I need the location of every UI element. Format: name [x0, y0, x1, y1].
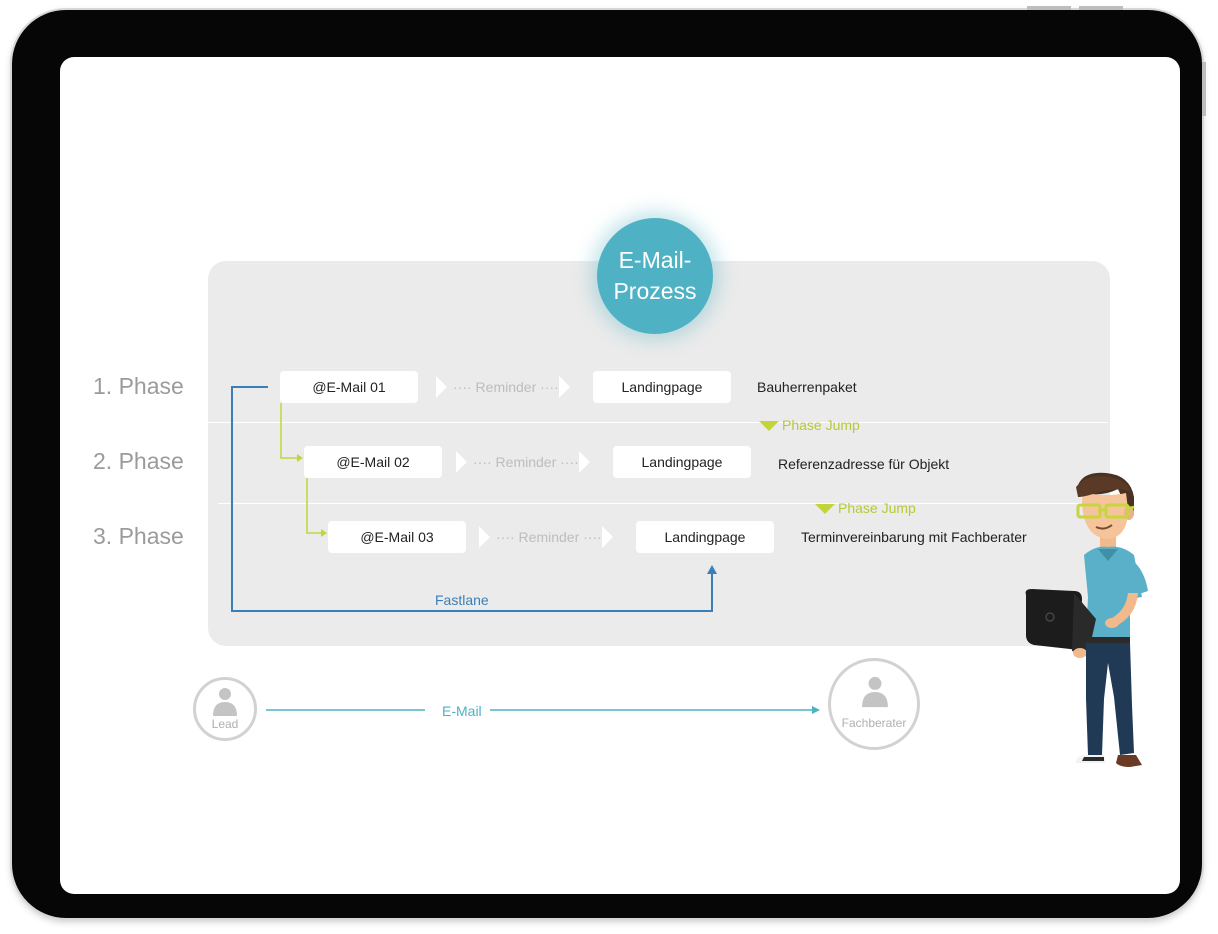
- fastlane-label: Fastlane: [435, 592, 489, 608]
- flow-arrow: [559, 376, 570, 398]
- reminder-3: ···· Reminder ····: [496, 529, 602, 545]
- process-title-badge: E-Mail- Prozess: [597, 218, 713, 334]
- phase-jump-1: Phase Jump: [782, 417, 860, 433]
- email-flow-arrowhead: [812, 706, 820, 714]
- flow-arrow: [602, 526, 613, 548]
- tablet-frame: E-Mail- Prozess 1. Phase 2. Phase 3. Pha…: [12, 6, 1206, 918]
- email-03-box[interactable]: @E-Mail 03: [328, 521, 466, 553]
- phase-jump-2: Phase Jump: [838, 500, 916, 516]
- connector-arrowhead: [321, 529, 327, 537]
- connector-arrowhead: [297, 454, 303, 462]
- landingpage-1-box[interactable]: Landingpage: [593, 371, 731, 403]
- landingpage-3-box[interactable]: Landingpage: [636, 521, 774, 553]
- lead-persona: Lead: [193, 677, 257, 741]
- fastlane-arrowhead: [707, 565, 717, 574]
- lead-label: Lead: [211, 717, 239, 731]
- screen: E-Mail- Prozess 1. Phase 2. Phase 3. Pha…: [60, 57, 1180, 894]
- reminder-2-label: Reminder: [495, 454, 557, 470]
- person-icon: [213, 688, 237, 716]
- process-title-line1: E-Mail-: [618, 247, 692, 273]
- outcome-3: Terminvereinbarung mit Fachberater: [801, 529, 1027, 545]
- outcome-2: Referenzadresse für Objekt: [778, 456, 950, 472]
- phase-label-3: 3. Phase: [93, 523, 184, 549]
- phase-jump-icon: [759, 421, 779, 431]
- email-02-box[interactable]: @E-Mail 02: [304, 446, 442, 478]
- reminder-2: ···· Reminder ····: [473, 454, 579, 470]
- process-title-line2: Prozess: [613, 278, 697, 304]
- fachberater-persona: Fachberater: [828, 658, 920, 750]
- email-flow-label: E-Mail: [442, 703, 482, 719]
- reminder-3-label: Reminder: [518, 529, 580, 545]
- reminder-1: ···· Reminder ····: [453, 379, 559, 395]
- volume-button: [1079, 6, 1123, 10]
- flow-arrow: [456, 451, 467, 473]
- flow-arrow: [579, 451, 590, 473]
- power-button: [1202, 62, 1206, 116]
- phase-label-2: 2. Phase: [93, 448, 184, 474]
- phase-divider: [208, 422, 1108, 423]
- volume-button: [1027, 6, 1071, 10]
- connector-lines: [231, 386, 820, 714]
- phase-jump-icon: [815, 504, 835, 514]
- outcome-1: Bauherrenpaket: [757, 379, 857, 395]
- landingpage-2-box[interactable]: Landingpage: [613, 446, 751, 478]
- fastlane-path: [231, 386, 713, 612]
- phase-label-1: 1. Phase: [93, 373, 184, 399]
- phase-jump-connector-2: [306, 478, 322, 534]
- reminder-1-label: Reminder: [475, 379, 537, 395]
- phase-jump-connector-1: [280, 403, 298, 459]
- fachberater-label: Fachberater: [841, 716, 907, 730]
- phase-divider: [218, 503, 1108, 504]
- flow-arrow: [436, 376, 447, 398]
- email-01-box[interactable]: @E-Mail 01: [280, 371, 418, 403]
- person-icon: [862, 676, 888, 708]
- advisor-character-illustration: [1025, 472, 1148, 767]
- flow-arrow: [479, 526, 490, 548]
